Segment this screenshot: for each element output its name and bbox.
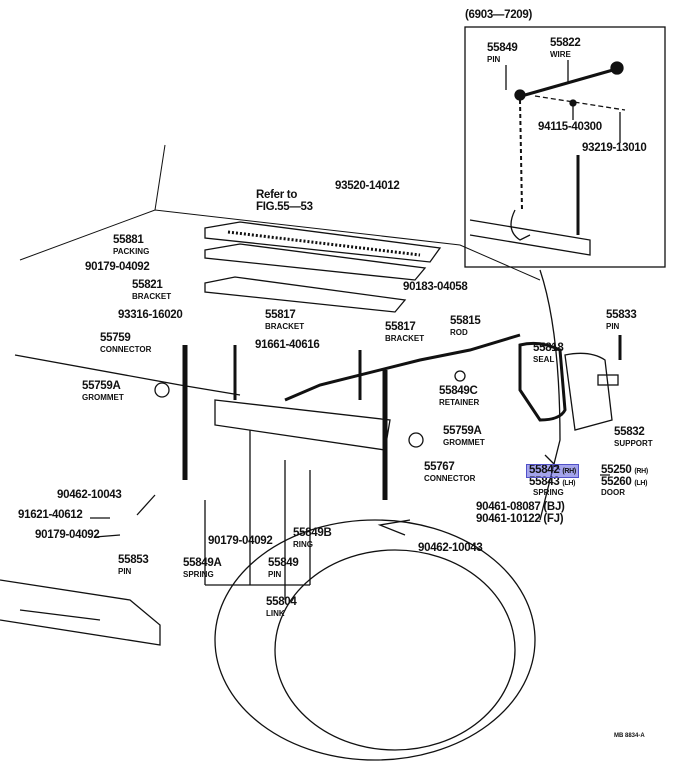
label-55250-55260: 55250 (RH) 55260 (LH) DOOR bbox=[601, 464, 648, 497]
label-93520: 93520-14012 bbox=[335, 180, 400, 192]
inset-frame bbox=[464, 26, 666, 268]
label-55842-55843[interactable]: 55842 (RH) 55843 (LH) SPRING bbox=[526, 464, 579, 497]
label-90461: 90461-08087 (BJ) 90461-10122 (FJ) bbox=[476, 501, 565, 525]
label-inset-93219: 93219-13010 bbox=[582, 142, 647, 154]
label-90179-b: 90179-04092 bbox=[35, 529, 100, 541]
label-90179-c: 90179-04092 bbox=[208, 535, 273, 547]
label-90462-b: 90462-10043 bbox=[418, 542, 483, 554]
label-90179-a: 90179-04092 bbox=[85, 261, 150, 273]
label-91661: 91661-40616 bbox=[255, 339, 320, 351]
inset-year-range: (6903—7209) bbox=[465, 9, 533, 21]
label-93316: 93316-16020 bbox=[118, 309, 183, 321]
label-91621: 91621-40612 bbox=[18, 509, 83, 521]
label-90462-a: 90462-10043 bbox=[57, 489, 122, 501]
label-90183: 90183-04058 bbox=[403, 281, 468, 293]
figure-code: MB 8834-A bbox=[614, 733, 645, 739]
highlighted-part-55842[interactable]: 55842 (RH) bbox=[526, 464, 579, 478]
label-inset-94115: 94115-40300 bbox=[538, 121, 602, 133]
